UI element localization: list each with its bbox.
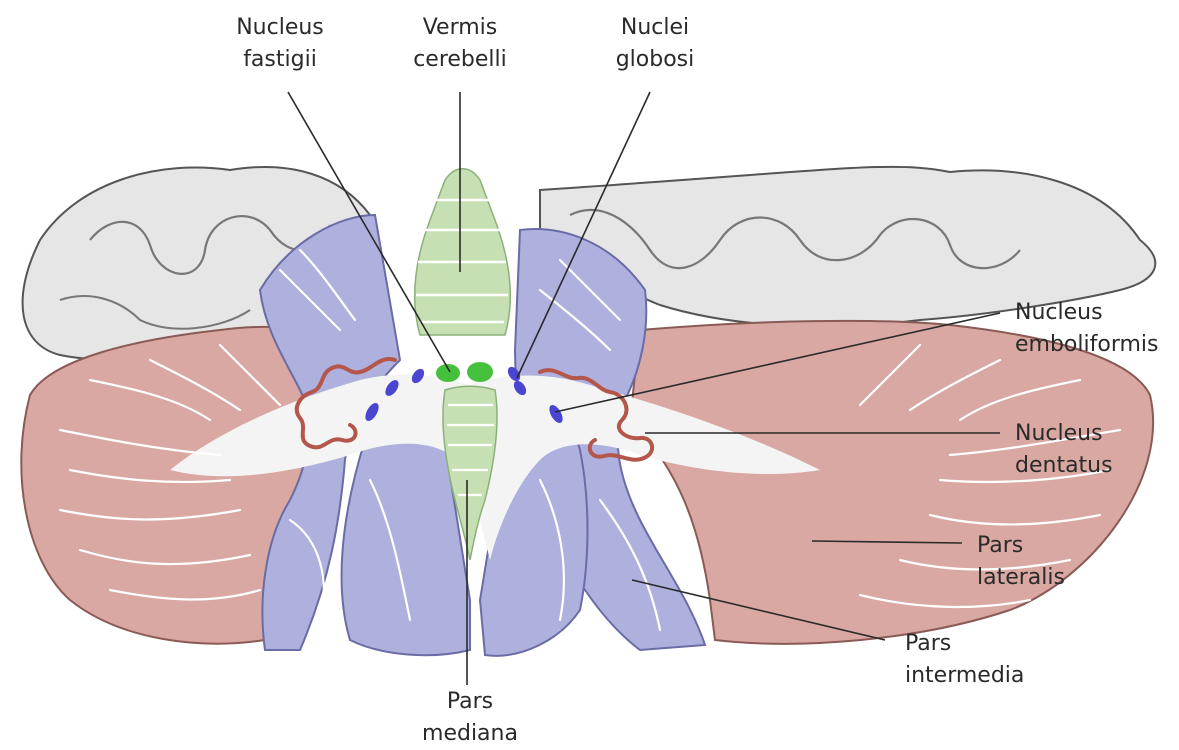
label-pars-lateralis-line1: Pars [977,533,1024,558]
pars-lateralis-region [20,319,1155,645]
leader-nuclei-globosi [516,91,651,379]
leader-pars-intermedia [631,579,886,641]
label-nucleus-dentatus-line2: dentatus [1015,453,1113,478]
label-nucleus-fastigii: Nucleus fastigii [215,12,345,76]
label-nucleus-dentatus-line1: Nucleus [1015,421,1103,446]
label-pars-lateralis: Pars lateralis [977,530,1065,594]
label-pars-mediana-line2: mediana [422,721,518,746]
label-pars-intermedia: Pars intermedia [905,628,1024,692]
label-pars-mediana-line1: Pars [446,689,494,714]
label-vermis-cerebelli-line2: cerebelli [413,47,507,72]
leader-lines [287,91,1001,685]
label-nucleus-fastigii-line1: Nucleus [236,15,324,40]
label-pars-mediana: Pars mediana [405,686,535,750]
nuclei-globosi-emboliformis [365,366,563,424]
cerebrum [21,165,1157,362]
label-nuclei-globosi: Nuclei globosi [595,12,715,76]
leader-nucleus-fastigii [287,91,451,373]
pars-mediana-region [414,168,511,561]
nucleus-fastigii-shapes [436,362,493,382]
leader-pars-lateralis [811,540,963,544]
label-nucleus-dentatus: Nucleus dentatus [1015,418,1113,482]
label-nucleus-emboliformis-line1: Nucleus [1015,300,1103,325]
label-nuclei-globosi-line1: Nuclei [620,15,690,40]
label-nucleus-emboliformis: Nucleus emboliformis [1015,297,1158,361]
label-vermis-cerebelli: Vermis cerebelli [400,12,520,76]
nucleus-dentatus-shapes [294,357,655,462]
label-vermis-cerebelli-line1: Vermis [422,15,498,40]
folia-lines [58,248,1122,632]
label-nucleus-fastigii-line2: fastigii [243,47,317,72]
white-matter [170,374,820,560]
leader-nucleus-emboliformis [554,312,1001,413]
label-pars-intermedia-line1: Pars [905,631,952,656]
label-nucleus-emboliformis-line2: emboliformis [1015,332,1159,357]
label-pars-lateralis-line2: lateralis [977,565,1065,590]
label-pars-intermedia-line2: intermedia [905,663,1025,688]
label-nuclei-globosi-line2: globosi [615,47,695,72]
